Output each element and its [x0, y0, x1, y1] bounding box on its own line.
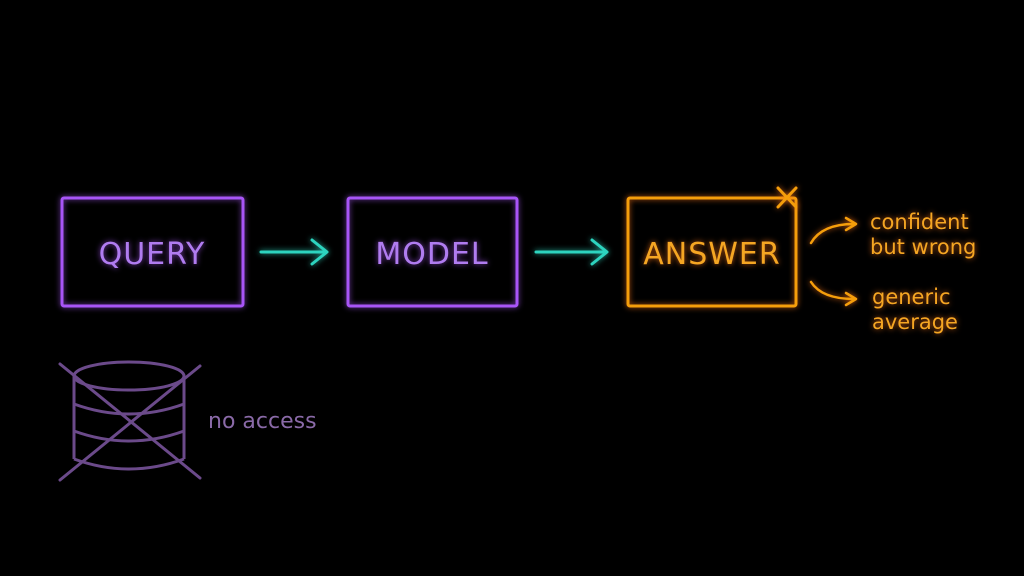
database-icon: [72, 360, 186, 471]
database-label: no access: [208, 409, 317, 434]
model-node: MODEL: [346, 196, 519, 308]
model-box: [346, 196, 519, 308]
note-confident-line2: but wrong: [870, 235, 976, 259]
query-node: QUERY: [60, 196, 245, 308]
query-label: QUERY: [99, 237, 206, 272]
note-generic-line2: average: [872, 310, 958, 334]
answer-node: ANSWER: [626, 196, 798, 308]
query-box: [60, 196, 245, 308]
arrow-to-confident: [809, 216, 858, 245]
answer-box: [626, 196, 798, 308]
note-generic-average: generic average: [872, 285, 958, 334]
model-label: MODEL: [375, 237, 488, 272]
arrow-to-generic: [809, 280, 858, 307]
database-cross-icon: [58, 362, 202, 482]
arrow-query-to-model: [259, 238, 329, 266]
note-confident-line1: confident: [870, 210, 969, 234]
note-confident-but-wrong: confident but wrong: [870, 210, 976, 259]
answer-label: ANSWER: [643, 237, 780, 272]
note-generic-line1: generic: [872, 285, 951, 309]
wrong-x-icon: [776, 186, 798, 209]
arrow-model-to-answer: [534, 238, 609, 266]
